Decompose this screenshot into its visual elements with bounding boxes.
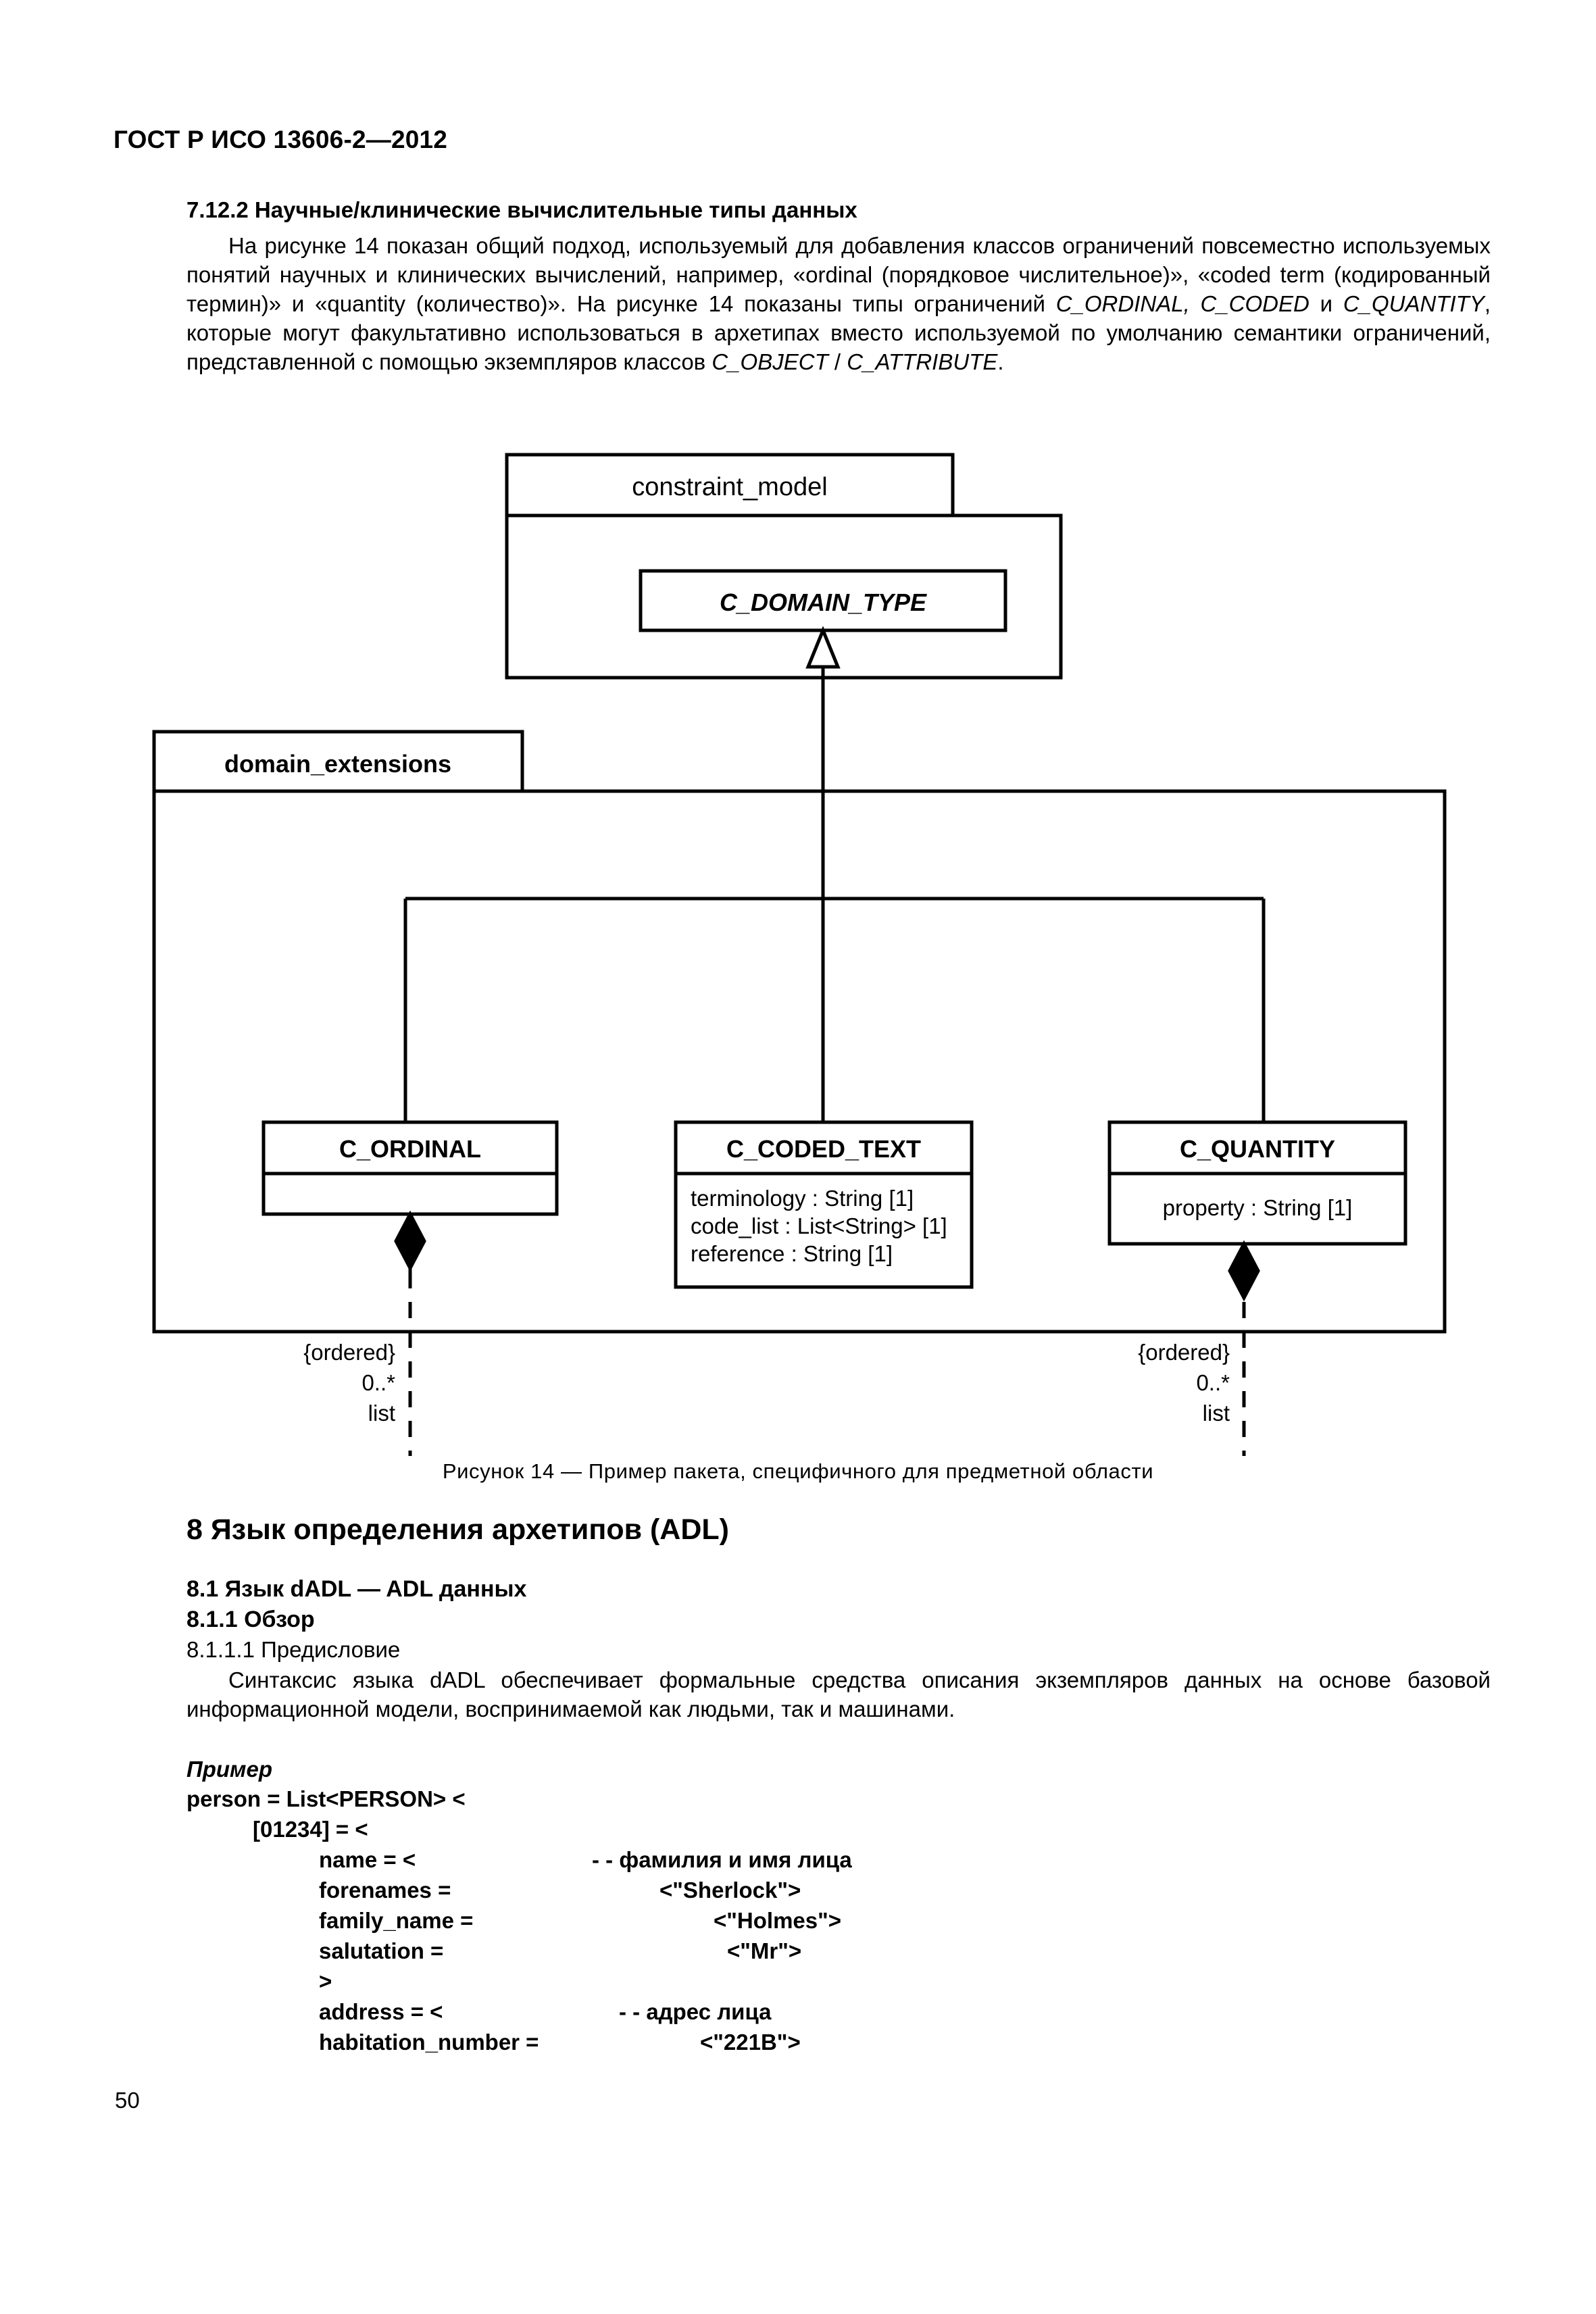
class-name-italic: C_ORDINAL, C_CODED [1055,291,1310,317]
paragraph-run: . [997,349,1004,375]
assoc-ordinal-label-0: {ordered} [303,1340,395,1365]
class-c-coded-text-box [674,1120,974,1289]
section-8: 8 Язык определения архетипов (ADL) 8.1 Я… [186,1513,1491,1724]
example-code-line: person = List<PERSON> < [186,1784,1470,1814]
assoc-ordinal-label-2: list [368,1401,395,1426]
class-c-coded-text-label: C_CODED_TEXT [726,1135,921,1163]
section-7-12-2: 7.12.2 Научные/клинические вычислительны… [186,196,1491,376]
example-code-rhs: <"Sherlock"> [659,1878,801,1903]
assoc-quantity-label-2: list [1203,1401,1230,1426]
package-constraint-model-label: constraint_model [632,473,827,501]
example-code-rhs: <"Mr"> [727,1938,802,1963]
section-7-12-2-paragraph: На рисунке 14 показан общий подход, испо… [186,231,1491,376]
example-code-line: family_name = <"Holmes"> [186,1905,1470,1936]
example-block: Пример person = List<PERSON> < [01234] = … [186,1757,1470,2057]
example-code-lhs: [01234] = < [253,1817,368,1842]
page-number: 50 [115,2088,140,2113]
section-8-heading: 8 Язык определения архетипов (ADL) [186,1513,729,1546]
example-title: Пример [186,1757,272,1782]
example-code-line: name = < - - фамилия и имя лица [186,1844,1470,1875]
class-c-quantity-box [1107,1120,1407,1246]
example-code-lhs: person = List<PERSON> < [186,1786,466,1811]
paragraph-run: , которые могут факультативно использова… [186,291,1491,375]
figure-14: constraint_model C_DOMAIN_TYPE domain_ex… [0,443,1596,1456]
composition-diamond-ordinal [394,1210,426,1272]
example-code-lhs: forenames = [319,1878,451,1903]
assoc-quantity-label-0: {ordered} [1138,1340,1230,1365]
example-code-rhs: - - адрес лица [619,1999,772,2024]
example-code-rhs: <"Holmes"> [714,1908,842,1933]
class-name-italic: C_ATTRIBUTE [847,349,998,375]
package-domain-extensions-body [152,789,1447,1334]
example-code-line: forenames = <"Sherlock"> [186,1875,1470,1905]
composition-diamond-quantity [1228,1240,1260,1302]
generalization-arrowhead [805,626,841,669]
class-c-quantity-label: C_QUANTITY [1180,1135,1335,1163]
example-code-rhs: - - фамилия и имя лица [592,1847,852,1872]
class-c-coded-text-attr-1: code_list : List<String> [1] [691,1213,947,1238]
class-c-domain-type-label: C_DOMAIN_TYPE [720,588,927,616]
paragraph-run: и [1309,291,1343,317]
example-code-lhs: salutation = [319,1938,444,1963]
class-name-italic: C_OBJECT [712,349,828,375]
example-code-line: address = < - - адрес лица [186,1996,1470,2027]
package-domain-extensions-label: domain_extensions [224,750,451,778]
paragraph-run: / [828,349,847,375]
class-c-coded-text-attr-2: reference : String [1] [691,1241,893,1266]
section-7-12-2-heading: 7.12.2 Научные/клинические вычислительны… [186,197,857,222]
example-code-lhs: family_name = [319,1908,474,1933]
class-name-italic: C_QUANTITY [1343,291,1485,317]
example-code-lhs: address = < [319,1999,443,2024]
package-constraint-model-body [505,513,1063,680]
example-code-lhs: habitation_number = [319,2030,539,2055]
figure-caption: Рисунок 14 — Пример пакета, специфичного… [442,1459,1154,1483]
section-8-1-heading: 8.1 Язык dADL — ADL данных [186,1576,527,1602]
assoc-ordinal-label-1: 0..* [361,1370,395,1395]
example-code-line: [01234] = < [186,1814,1470,1844]
assoc-quantity-label-1: 0..* [1196,1370,1230,1395]
section-8-1-1-1-heading: 8.1.1.1 Предисловие [186,1637,401,1662]
example-code: person = List<PERSON> <[01234] = <name =… [186,1784,1470,2057]
section-8-paragraph: Синтаксис языка dADL обеспечивает формал… [186,1667,1491,1721]
example-code-line: salutation = <"Mr"> [186,1936,1470,1966]
example-code-rhs: <"221B"> [700,2030,801,2055]
example-code-line: > [186,1966,1470,1996]
class-c-quantity-attr-0: property : String [1] [1163,1195,1353,1220]
running-header: ГОСТ Р ИСО 13606-2—2012 [114,126,448,153]
section-8-1-1-heading: 8.1.1 Обзор [186,1607,315,1632]
example-code-lhs: > [319,1969,332,1994]
example-code-line: habitation_number = <"221B"> [186,2027,1470,2057]
paragraph-run: На рисунке 14 показан общий подход, испо… [186,233,1491,317]
example-code-lhs: name = < [319,1847,416,1872]
class-c-coded-text-attr-0: terminology : String [1] [691,1186,914,1211]
class-c-ordinal-label: C_ORDINAL [339,1135,481,1163]
